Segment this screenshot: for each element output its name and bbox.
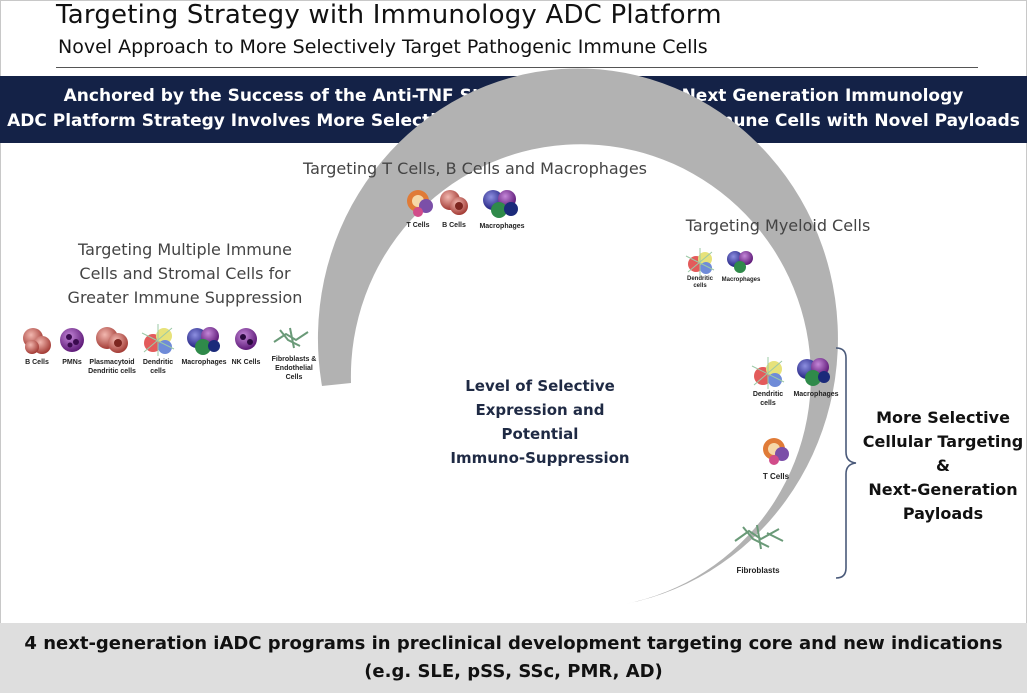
fibroblast-icon — [734, 524, 784, 550]
center-line-1: Level of Selective — [465, 377, 615, 395]
cell-label: Macrophages — [793, 391, 839, 398]
center-line-3: Immuno-Suppression — [450, 449, 630, 467]
cell-label: Dendritic cells — [686, 276, 713, 289]
cell-label: Dendritic cells — [142, 359, 174, 375]
plasmacytoid-dendritic-cell-icon — [96, 327, 128, 353]
dendritic-cell-icon — [751, 357, 785, 389]
side-line-1: More Selective — [876, 408, 1010, 427]
title-divider — [56, 67, 978, 68]
cell-label: Plasmacytoid Dendritic cells — [88, 359, 136, 375]
page-title: Targeting Strategy with Immunology ADC P… — [56, 0, 722, 30]
b-cell-icon — [23, 328, 51, 354]
side-line-2: Cellular Targeting — [862, 432, 1024, 451]
footer-banner: 4 next-generation iADC programs in precl… — [0, 623, 1027, 693]
macrophage-icon — [187, 327, 220, 355]
cell-label: Fibroblasts & Endothelial Cells — [271, 356, 317, 381]
selective-targeting-label: More Selective Cellular Targeting & Next… — [862, 406, 1024, 526]
cell-label: PMNs — [62, 359, 82, 366]
side-line-3: & — [936, 456, 950, 475]
cell-label: Macrophages — [721, 277, 761, 283]
nk-cell-icon — [235, 328, 257, 350]
footer-line-1: 4 next-generation iADC programs in precl… — [24, 633, 1003, 654]
footer-line-2: (e.g. SLE, pSS, SSc, PMR, AD) — [364, 661, 663, 682]
macrophage-icon — [797, 358, 830, 386]
macrophage-icon — [483, 190, 518, 218]
t-cell-icon — [407, 190, 433, 217]
cell-label: T Cells — [406, 222, 430, 229]
cell-label: B Cells — [25, 359, 49, 366]
dendritic-cell-icon — [141, 324, 175, 356]
side-line-5: Payloads — [902, 504, 984, 523]
page-subtitle: Novel Approach to More Selectively Targe… — [58, 36, 708, 58]
multiple-heading: Targeting Multiple Immune Cells and Stro… — [40, 238, 330, 310]
cell-label: NK Cells — [231, 359, 261, 366]
tbm-heading: Targeting T Cells, B Cells and Macrophag… — [302, 159, 648, 178]
arc-center-label: Level of Selective Expression and Potent… — [440, 374, 640, 470]
myeloid-heading: Targeting Myeloid Cells — [685, 216, 871, 235]
t-cell-icon — [763, 438, 789, 465]
fibroblast-icon — [273, 327, 309, 349]
cell-label: Macrophages — [181, 359, 227, 366]
cell-label: Macrophages — [479, 223, 525, 230]
macrophage-icon — [727, 251, 753, 273]
pmn-icon — [60, 328, 84, 352]
center-line-2: Expression and Potential — [475, 401, 605, 443]
cell-label: B Cells — [442, 222, 466, 229]
right-brace — [835, 347, 857, 579]
multiple-heading-line-3: Greater Immune Suppression — [67, 288, 303, 307]
dendritic-cell-icon — [685, 248, 715, 276]
multiple-heading-line-2: Cells and Stromal Cells for — [79, 264, 291, 283]
side-line-4: Next-Generation — [868, 480, 1018, 499]
cell-label: Dendritic cells — [752, 391, 784, 407]
b-cell-icon — [440, 190, 468, 215]
cell-label: T Cells — [762, 472, 790, 481]
selectivity-arc — [317, 68, 838, 607]
multiple-heading-line-1: Targeting Multiple Immune — [78, 240, 292, 259]
cell-label: Fibroblasts — [736, 566, 780, 575]
